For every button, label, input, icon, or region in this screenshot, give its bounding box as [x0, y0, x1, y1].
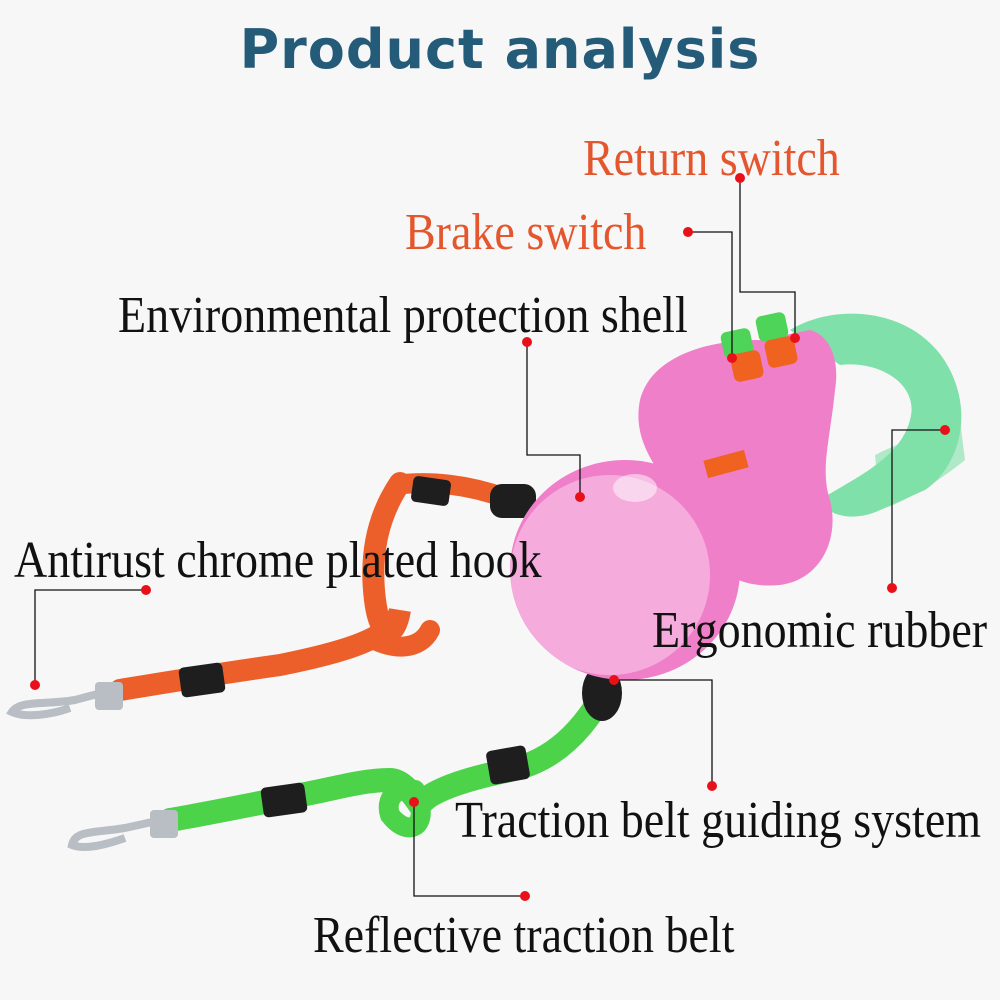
marker-dots: [30, 173, 950, 901]
red-dot-icon: [887, 583, 897, 593]
red-dot-icon: [575, 492, 585, 502]
red-dot-icon: [940, 425, 950, 435]
label-environmental-shell: Environmental protection shell: [118, 286, 688, 344]
hook-green: [67, 810, 178, 851]
leader-lines: [34, 178, 945, 897]
page-title: Product analysis: [239, 18, 761, 81]
red-dot-icon: [520, 891, 530, 901]
label-ergonomic-rubber: Ergonomic rubber: [652, 601, 988, 659]
label-brake-switch: Brake switch: [405, 203, 647, 261]
red-dot-icon: [707, 781, 717, 791]
label-reflective-belt: Reflective traction belt: [313, 906, 735, 964]
red-dot-icon: [727, 353, 737, 363]
switch-buttons: [720, 312, 798, 382]
red-dot-icon: [141, 585, 151, 595]
label-return-switch: Return switch: [583, 129, 840, 187]
red-dot-icon: [735, 173, 745, 183]
red-dot-icon: [522, 337, 532, 347]
label-chrome-hook: Antirust chrome plated hook: [14, 531, 542, 589]
orange-leash: [109, 472, 536, 701]
reel-shell: [510, 460, 740, 680]
rubber-handle: [790, 313, 965, 517]
label-belt-guiding-system: Traction belt guiding system: [455, 791, 982, 849]
handle-body: [638, 330, 837, 586]
red-dot-icon: [683, 227, 693, 237]
red-dot-icon: [30, 680, 40, 690]
hook-orange: [6, 682, 123, 720]
green-leash: [158, 665, 622, 838]
red-dot-icon: [790, 333, 800, 343]
red-dot-icon: [609, 675, 619, 685]
red-dot-icon: [409, 797, 419, 807]
